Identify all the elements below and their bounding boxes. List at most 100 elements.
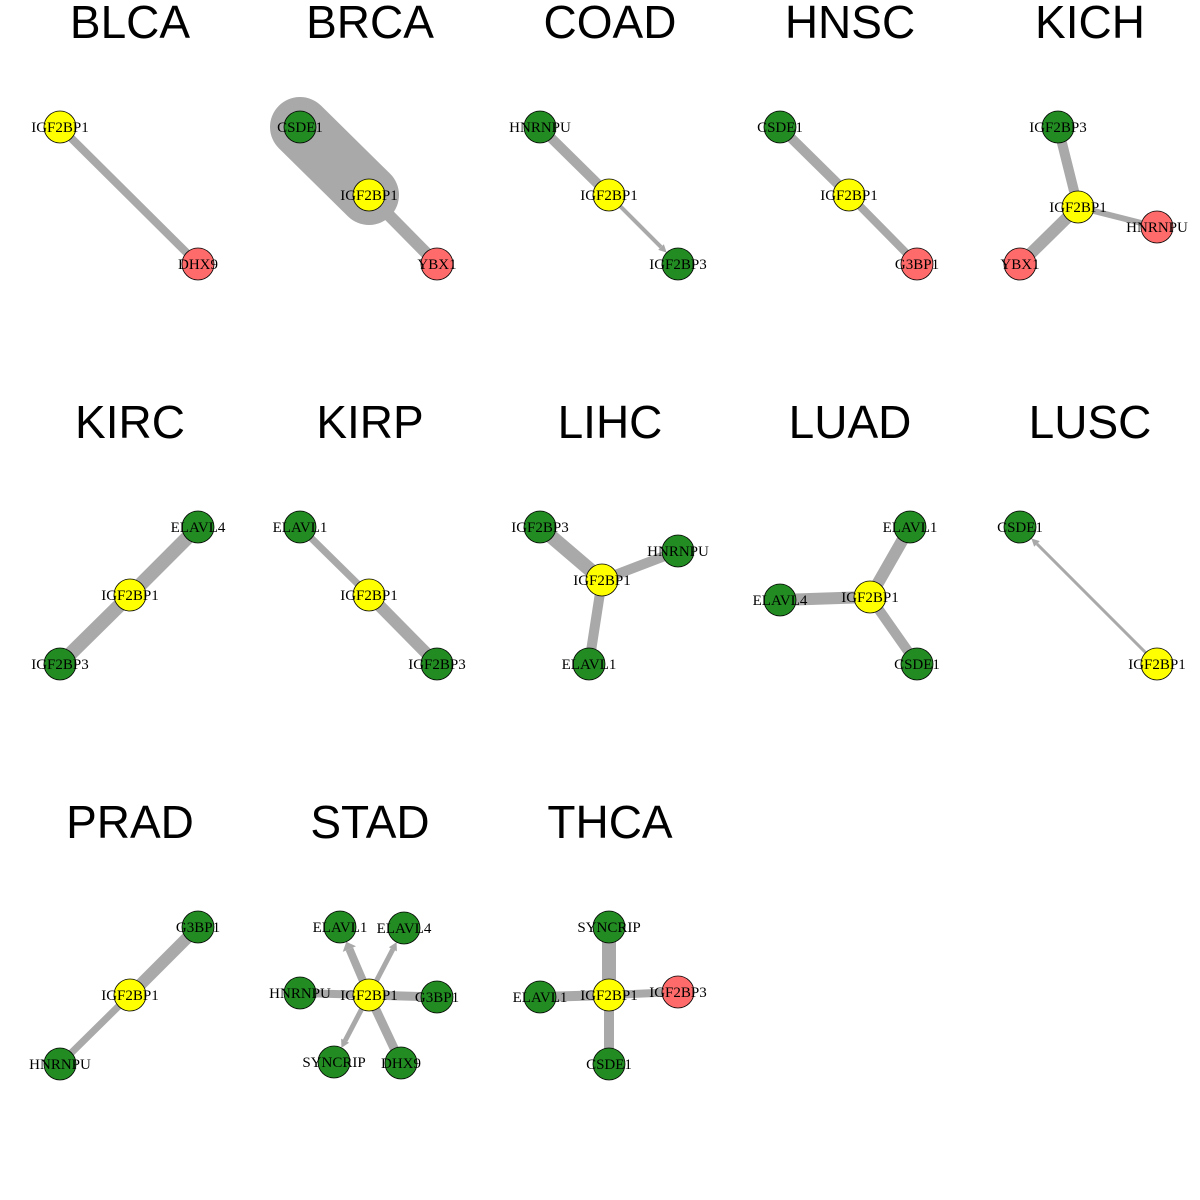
node-circle — [1061, 190, 1095, 224]
node-elavl1: ELAVL1 — [313, 910, 368, 944]
node-label: DHX9 — [178, 257, 218, 273]
edge-igf2bp1-dhx9 — [57, 124, 201, 267]
node-circle — [661, 247, 695, 281]
node-circle — [420, 247, 454, 281]
node-label: CSDE1 — [277, 120, 323, 136]
node-csde1: CSDE1 — [586, 1047, 632, 1081]
node-circle — [43, 647, 77, 681]
node-circle — [900, 247, 934, 281]
node-label: IGF2BP1 — [580, 188, 638, 204]
arrowhead-icon — [1031, 538, 1040, 547]
node-circle — [384, 1046, 418, 1080]
node-igf2bp1: IGF2BP1 — [1128, 647, 1186, 681]
node-elavl4: ELAVL4 — [171, 510, 226, 544]
panel-title: COAD — [544, 0, 677, 48]
node-circle — [1140, 647, 1174, 681]
node-hnrnpu: HNRNPU — [509, 110, 571, 144]
node-hnrnpu: HNRNPU — [1126, 210, 1188, 244]
node-g3bp1: G3BP1 — [415, 980, 459, 1014]
node-label: DHX9 — [381, 1056, 421, 1072]
node-circle — [181, 247, 215, 281]
node-label: ELAVL1 — [273, 520, 328, 536]
panel-title: LUAD — [789, 396, 912, 448]
node-label: G3BP1 — [895, 257, 939, 273]
node-csde1: CSDE1 — [757, 110, 803, 144]
panel-title: KICH — [1035, 0, 1145, 48]
node-ybx1: YBX1 — [1000, 247, 1040, 281]
node-circle — [420, 647, 454, 681]
node-label: IGF2BP1 — [573, 573, 631, 589]
node-igf2bp3: IGF2BP3 — [1029, 110, 1087, 144]
node-label: ELAVL4 — [377, 921, 432, 937]
node-circle — [113, 578, 147, 612]
node-elavl4: ELAVL4 — [377, 911, 432, 945]
panel-title: THCA — [547, 796, 673, 848]
node-dhx9: DHX9 — [381, 1046, 421, 1080]
edge-igf2bp1-csde1 — [1031, 538, 1159, 666]
node-label: SYNCRIP — [302, 1055, 365, 1071]
node-label: HNRNPU — [647, 544, 709, 560]
node-igf2bp1: IGF2BP1 — [101, 578, 159, 612]
node-label: HNRNPU — [1126, 220, 1188, 236]
node-circle — [283, 976, 317, 1010]
node-g3bp1: G3BP1 — [176, 910, 220, 944]
node-label: IGF2BP3 — [649, 985, 707, 1001]
node-circle — [592, 178, 626, 212]
node-igf2bp1: IGF2BP1 — [573, 563, 631, 597]
node-ybx1: YBX1 — [417, 247, 457, 281]
node-label: ELAVL1 — [562, 657, 617, 673]
node-label: CSDE1 — [586, 1057, 632, 1073]
node-circle — [420, 980, 454, 1014]
node-label: IGF2BP3 — [31, 657, 89, 673]
node-circle — [893, 510, 927, 544]
node-label: CSDE1 — [894, 657, 940, 673]
node-label: CSDE1 — [997, 520, 1043, 536]
node-circle — [1140, 210, 1174, 244]
node-circle — [317, 1045, 351, 1079]
node-circle — [900, 647, 934, 681]
node-label: IGF2BP1 — [101, 988, 159, 1004]
node-hnrnpu: HNRNPU — [647, 534, 709, 568]
node-syncrip: SYNCRIP — [577, 910, 641, 944]
panel-title: HNSC — [785, 0, 915, 48]
node-circle — [572, 647, 606, 681]
edge-line — [57, 124, 201, 267]
edge-line — [1035, 542, 1159, 666]
node-igf2bp3: IGF2BP3 — [649, 247, 707, 281]
node-label: ELAVL4 — [171, 520, 226, 536]
node-label: SYNCRIP — [577, 920, 640, 936]
node-igf2bp1: IGF2BP1 — [101, 978, 159, 1012]
node-circle — [1041, 110, 1075, 144]
node-circle — [661, 534, 695, 568]
node-circle — [523, 980, 557, 1014]
node-circle — [592, 978, 626, 1012]
arrowhead-icon — [658, 244, 667, 253]
node-label: ELAVL1 — [883, 520, 938, 536]
node-label: IGF2BP1 — [31, 120, 89, 136]
node-circle — [352, 978, 386, 1012]
node-circle — [832, 178, 866, 212]
node-circle — [661, 975, 695, 1009]
node-circle — [523, 110, 557, 144]
node-label: IGF2BP3 — [511, 520, 569, 536]
node-label: CSDE1 — [757, 120, 803, 136]
node-circle — [592, 1047, 626, 1081]
node-circle — [323, 910, 357, 944]
node-circle — [113, 978, 147, 1012]
panel-title: PRAD — [66, 796, 194, 848]
node-label: ELAVL1 — [313, 920, 368, 936]
node-csde1: CSDE1 — [997, 510, 1043, 544]
node-igf2bp3: IGF2BP3 — [511, 510, 569, 544]
node-csde1: CSDE1 — [277, 110, 323, 144]
panel-title: STAD — [310, 796, 429, 848]
node-igf2bp1: IGF2BP1 — [820, 178, 878, 212]
